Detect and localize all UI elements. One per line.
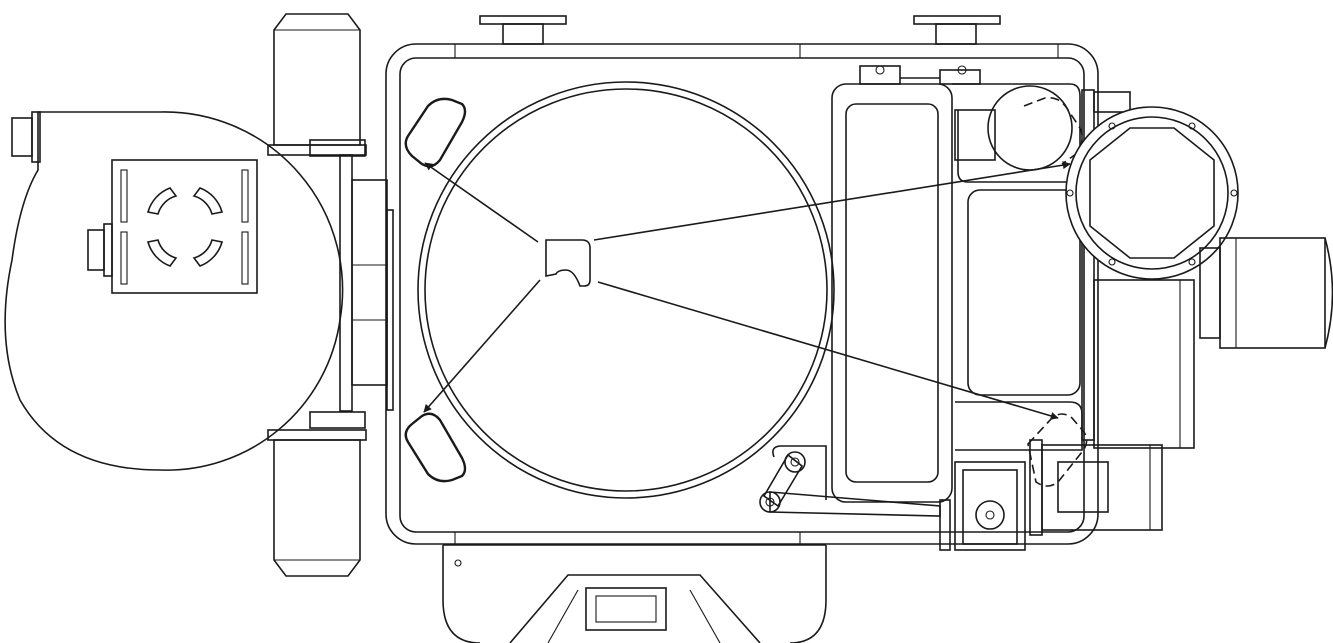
motor-cylinder-bottom <box>267 429 367 577</box>
arrows <box>423 161 1071 420</box>
motor-cylinder-top <box>267 13 367 156</box>
tension-arm <box>759 445 951 551</box>
flange-ring <box>1065 106 1239 280</box>
side-motor <box>1199 237 1333 349</box>
base-stand <box>442 544 827 643</box>
pocket-bottom-left <box>404 412 467 483</box>
arrow-to-pocket-top-right <box>593 161 1071 241</box>
arrow-to-pocket-bottom-right <box>597 281 1059 420</box>
main-housing <box>385 15 1099 545</box>
pocket-top-left <box>404 97 467 168</box>
blower-flange <box>309 139 394 429</box>
turntable-disc <box>417 81 835 499</box>
part-symbol <box>545 239 591 287</box>
arrow-to-pocket-bottom-left <box>423 279 541 413</box>
blower-housing <box>4 111 344 471</box>
pocket-bottom-right <box>1027 413 1088 487</box>
pocket-top-right <box>1023 96 1084 165</box>
arrow-to-pocket-top-left <box>424 162 539 243</box>
